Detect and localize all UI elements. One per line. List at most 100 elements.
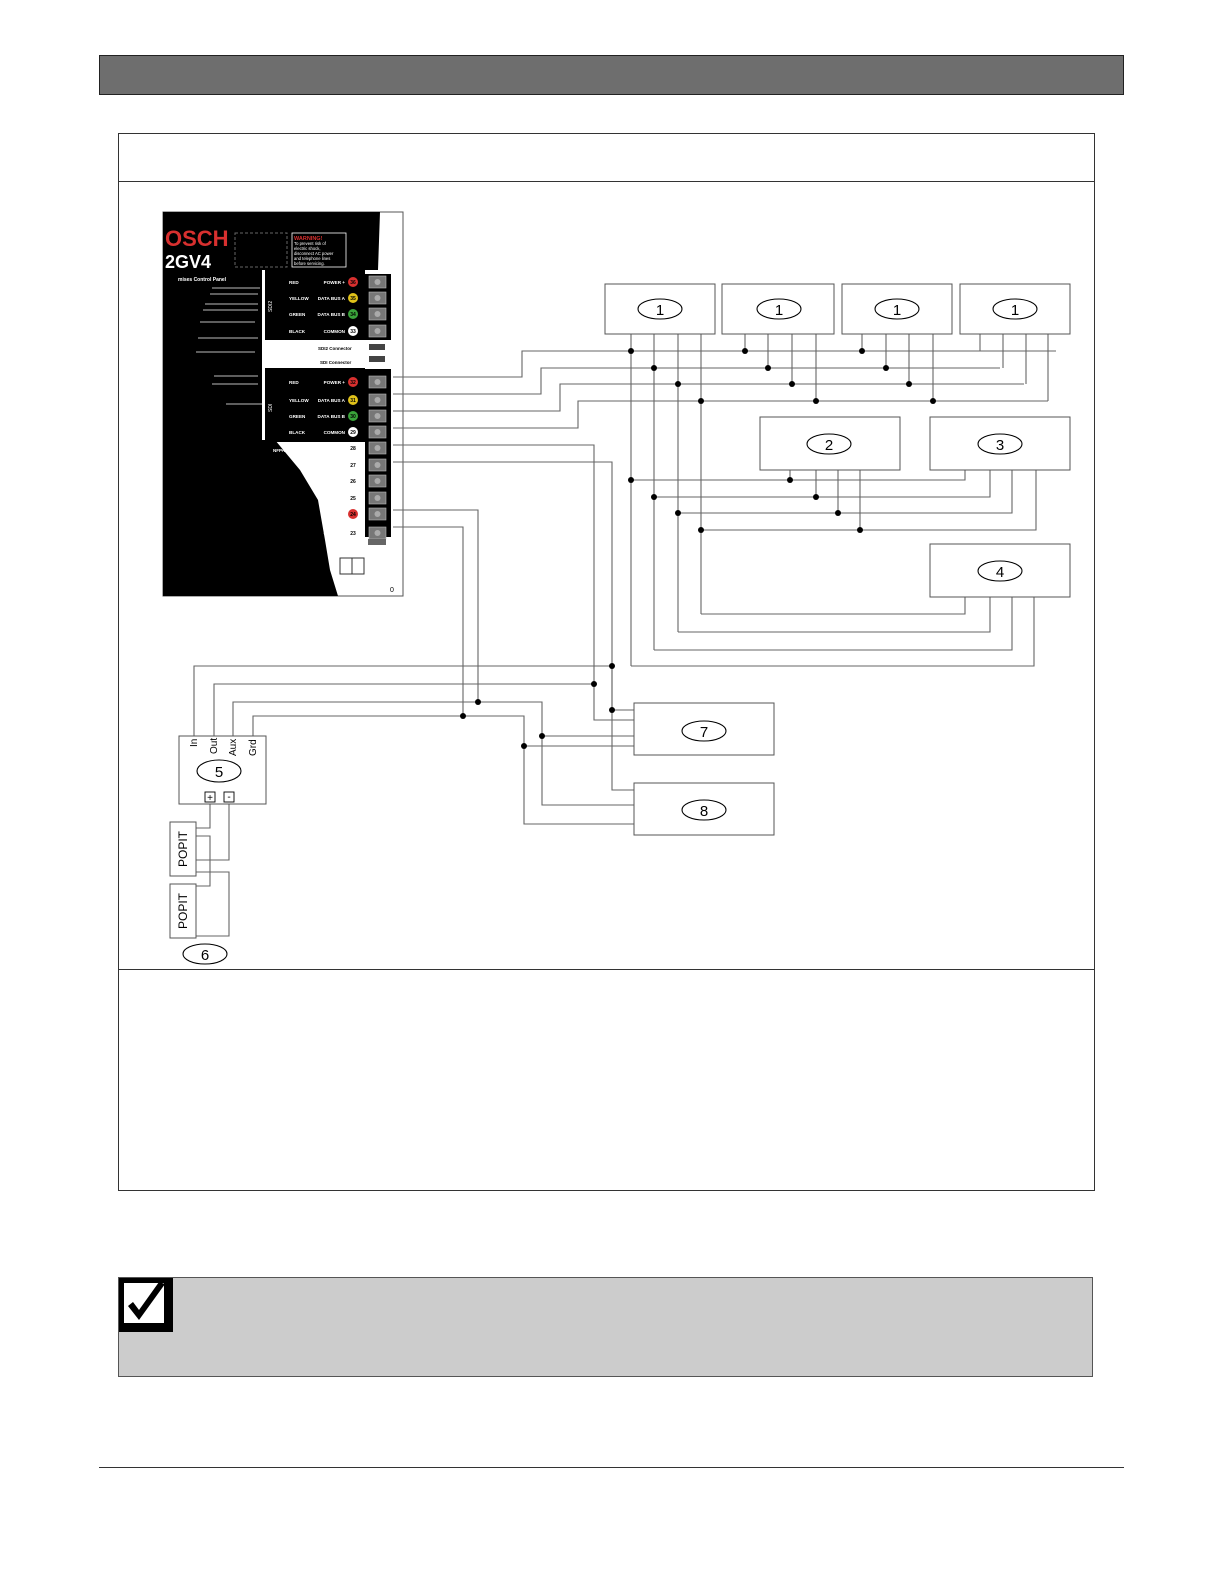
terminal-number-badge — [348, 443, 358, 453]
terminal-number: 25 — [350, 496, 356, 502]
terminal-number: 33 — [350, 329, 356, 335]
checkmark-icon — [119, 1278, 173, 1332]
note-box — [118, 1277, 1093, 1377]
footer-rule — [99, 1467, 1124, 1468]
warning-line: To prevent risk of — [294, 241, 327, 246]
terminal-wire-color: YELLOW — [289, 296, 309, 301]
panel-corner-number: 0 — [390, 587, 394, 594]
warning-line: electric shock, — [294, 246, 321, 251]
module5-terminal-in: In — [189, 739, 200, 747]
terminal-wire-color: GREEN — [289, 312, 306, 317]
panel-subtitle: mises Control Panel — [178, 277, 227, 283]
module5-terminal-out: Out — [209, 738, 220, 754]
terminal-number: 24 — [350, 512, 356, 518]
terminal-number: 32 — [350, 380, 356, 386]
warning-line: and telephone lines — [294, 256, 330, 261]
terminal-number-badge — [348, 411, 358, 421]
device-label-1b: 1 — [775, 302, 783, 319]
wires — [193, 334, 1056, 937]
screw-icon — [374, 429, 381, 435]
terminal-number: 31 — [350, 398, 356, 404]
terminal-function: COMMON — [324, 329, 346, 334]
warning-line: disconnect AC power — [294, 251, 334, 256]
popit-box-bottom — [169, 883, 197, 939]
terminal-wire-color: GREEN — [289, 414, 306, 419]
warning-title: WARNING! — [294, 236, 323, 242]
terminal-number: 34 — [350, 312, 356, 318]
device-box-2 — [759, 416, 901, 471]
device-box-1c — [841, 283, 953, 335]
terminal-wire-color: BLACK — [289, 329, 306, 334]
terminal-number-badge — [348, 326, 358, 336]
device-label-5: 5 — [215, 764, 223, 781]
terminal-function: NOT USED — [321, 496, 345, 501]
terminal-function: NOT USED — [321, 479, 345, 484]
wiring-diagram: OSCH 2GV4 mises Control Panel WARNING! T… — [162, 211, 1071, 965]
terminal-number-badge — [348, 277, 358, 287]
control-panel: OSCH 2GV4 mises Control Panel WARNING! T… — [162, 211, 404, 597]
device-label-2: 2 — [825, 437, 833, 454]
figure-title-row — [119, 134, 1094, 182]
device-label-7: 7 — [700, 724, 708, 741]
screw-icon — [374, 495, 381, 501]
popit-label-top: POPIT — [176, 830, 190, 867]
terminal-function: ZONEX OUT 1 — [314, 446, 345, 451]
terminal-number-badge — [348, 509, 358, 519]
terminal-number: 29 — [350, 430, 356, 436]
brand-text: OSCH — [165, 226, 229, 251]
device-label-1a: 1 — [656, 302, 664, 319]
terminal-number-badge — [348, 493, 358, 503]
terminal-function: DATA BUS A — [318, 398, 346, 403]
screw-icon — [374, 478, 381, 484]
terminal-wire-color: BLACK — [289, 430, 306, 435]
device-label-1d: 1 — [1011, 302, 1019, 319]
screw-icon — [374, 279, 381, 285]
sdi-label: SDI — [268, 404, 274, 412]
terminal-function: DATA BUS B — [318, 414, 346, 419]
module5-terminal-aux: Aux — [228, 739, 239, 756]
terminal-number-badge — [348, 309, 358, 319]
module5-minus: - — [227, 792, 230, 803]
terminal-number: 27 — [350, 463, 356, 469]
sdi-connector-label: SDI Connector — [320, 360, 352, 365]
module5-terminal-grd: Grd — [248, 739, 259, 756]
terminal-number: 35 — [350, 296, 356, 302]
screw-icon — [374, 397, 381, 403]
module5-plus: + — [207, 793, 213, 804]
terminal-number: 30 — [350, 414, 356, 420]
screw-icon — [374, 530, 381, 536]
junction-dots — [460, 348, 936, 749]
terminal-number-badge — [348, 528, 358, 538]
device-label-3: 3 — [996, 437, 1004, 454]
figure-caption-row — [119, 969, 1094, 1191]
terminal-function: POWER + — [324, 280, 346, 285]
terminal-number-badge — [348, 377, 358, 387]
terminal-number-badge — [348, 476, 358, 486]
sdi2-connector-label: SDI2 Connector — [318, 346, 352, 351]
screw-icon — [374, 328, 381, 334]
terminal-function: COMMON — [324, 531, 346, 536]
header-bar — [99, 55, 1124, 95]
screw-icon — [374, 379, 381, 385]
screw-icon — [374, 295, 381, 301]
terminal-number-badge — [348, 293, 358, 303]
popit-label-bottom: POPIT — [176, 892, 190, 929]
device-label-8: 8 — [700, 803, 708, 820]
screw-icon — [374, 311, 381, 317]
device-label-1c: 1 — [893, 302, 901, 319]
terminal-wire-color: RED — [289, 280, 299, 285]
terminal-function: ZONEX IN 1 — [319, 463, 345, 468]
terminal-number-badge — [348, 460, 358, 470]
device-label-6: 6 — [201, 947, 209, 964]
terminal-number-badge — [348, 395, 358, 405]
terminal-wire-color: RED — [289, 380, 299, 385]
terminal-number: 36 — [350, 280, 356, 286]
terminal-function: DATA BUS A — [318, 296, 346, 301]
model-text: 2GV4 — [165, 252, 211, 272]
figure-frame — [118, 133, 1095, 1191]
warning-line: before servicing. — [294, 261, 325, 266]
terminal-number-badge — [348, 427, 358, 437]
screw-icon — [374, 445, 381, 451]
popit-box-top — [169, 821, 197, 877]
